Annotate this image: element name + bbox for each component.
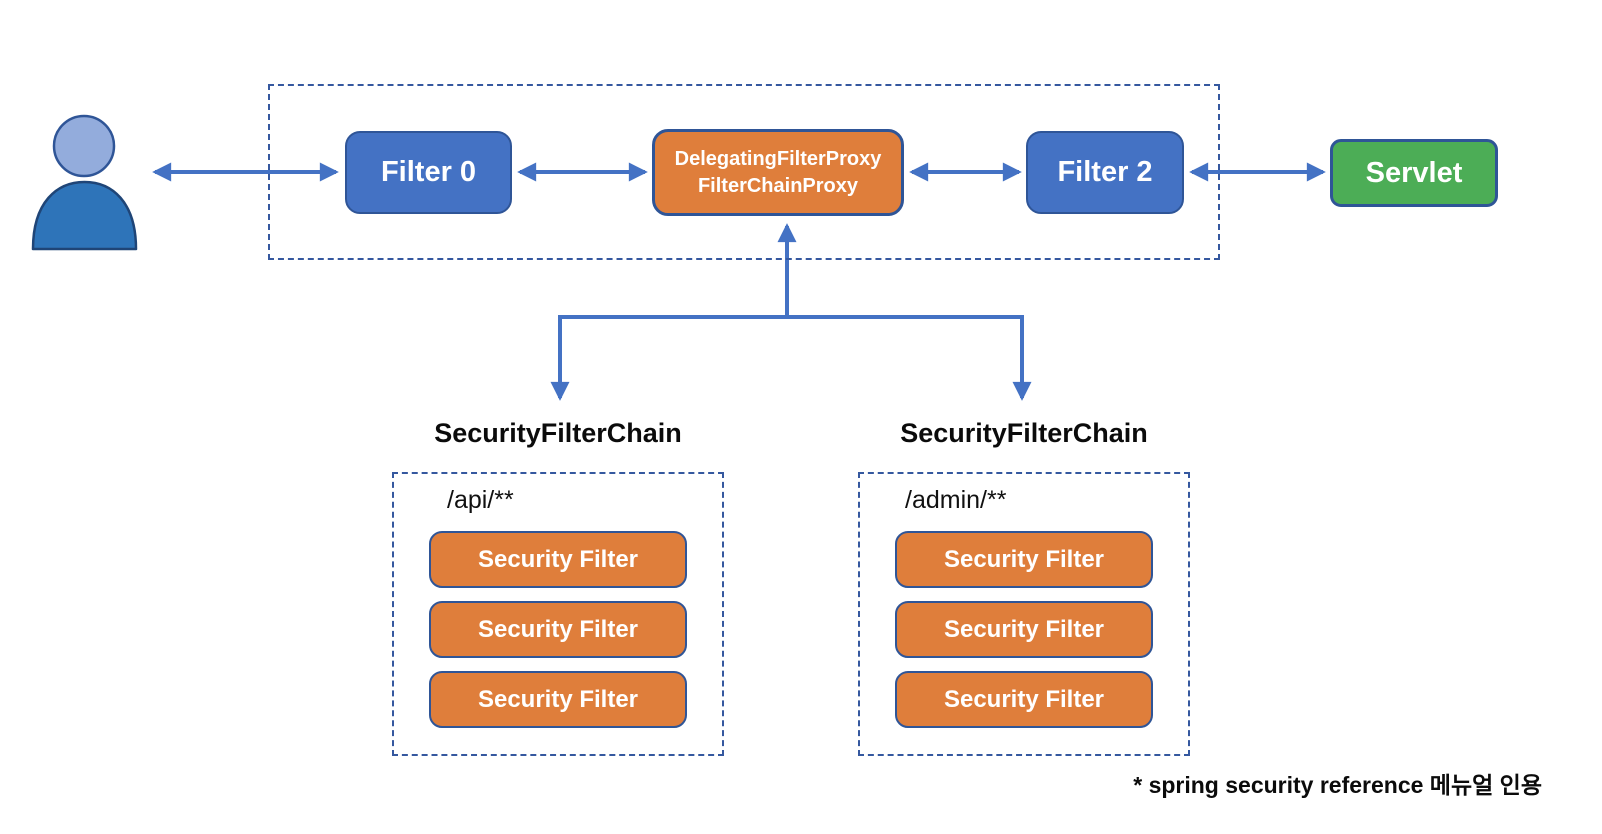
servlet-label: Servlet bbox=[1365, 156, 1463, 189]
url-pattern-api: /api/** bbox=[447, 486, 514, 514]
user-icon bbox=[31, 114, 138, 251]
security-filter-node: Security Filter bbox=[895, 601, 1153, 658]
security-filter-node: Security Filter bbox=[429, 671, 687, 728]
security-filter-chain-box-left bbox=[392, 472, 724, 756]
filter2-node: Filter 2 bbox=[1026, 131, 1184, 214]
security-filter-label: Security Filter bbox=[943, 685, 1105, 713]
proxy-label-line2: FilterChainProxy bbox=[697, 174, 859, 197]
proxy-label-line1: DelegatingFilterProxy bbox=[674, 147, 882, 170]
delegating-filter-proxy-node: DelegatingFilterProxy FilterChainProxy bbox=[652, 129, 904, 216]
security-filter-chain-box-right bbox=[858, 472, 1190, 756]
security-filter-node: Security Filter bbox=[429, 601, 687, 658]
security-filter-label: Security Filter bbox=[477, 545, 639, 573]
filter2-label: Filter 2 bbox=[1057, 156, 1153, 188]
security-filter-label: Security Filter bbox=[943, 545, 1105, 573]
security-filter-node: Security Filter bbox=[895, 671, 1153, 728]
url-pattern-admin: /admin/** bbox=[905, 486, 1007, 514]
security-filter-chain-title-left: SecurityFilterChain bbox=[434, 418, 682, 448]
security-filter-node: Security Filter bbox=[429, 531, 687, 588]
servlet-node: Servlet bbox=[1330, 139, 1498, 207]
security-filter-node: Security Filter bbox=[895, 531, 1153, 588]
security-filter-label: Security Filter bbox=[477, 615, 639, 643]
security-filter-label: Security Filter bbox=[477, 685, 639, 713]
security-filter-label: Security Filter bbox=[943, 615, 1105, 643]
filter0-label: Filter 0 bbox=[380, 156, 477, 188]
security-filter-chain-title-right: SecurityFilterChain bbox=[900, 418, 1148, 448]
filter0-node: Filter 0 bbox=[345, 131, 512, 214]
reference-footnote: * spring security reference 메뉴얼 인용 bbox=[1133, 772, 1542, 798]
